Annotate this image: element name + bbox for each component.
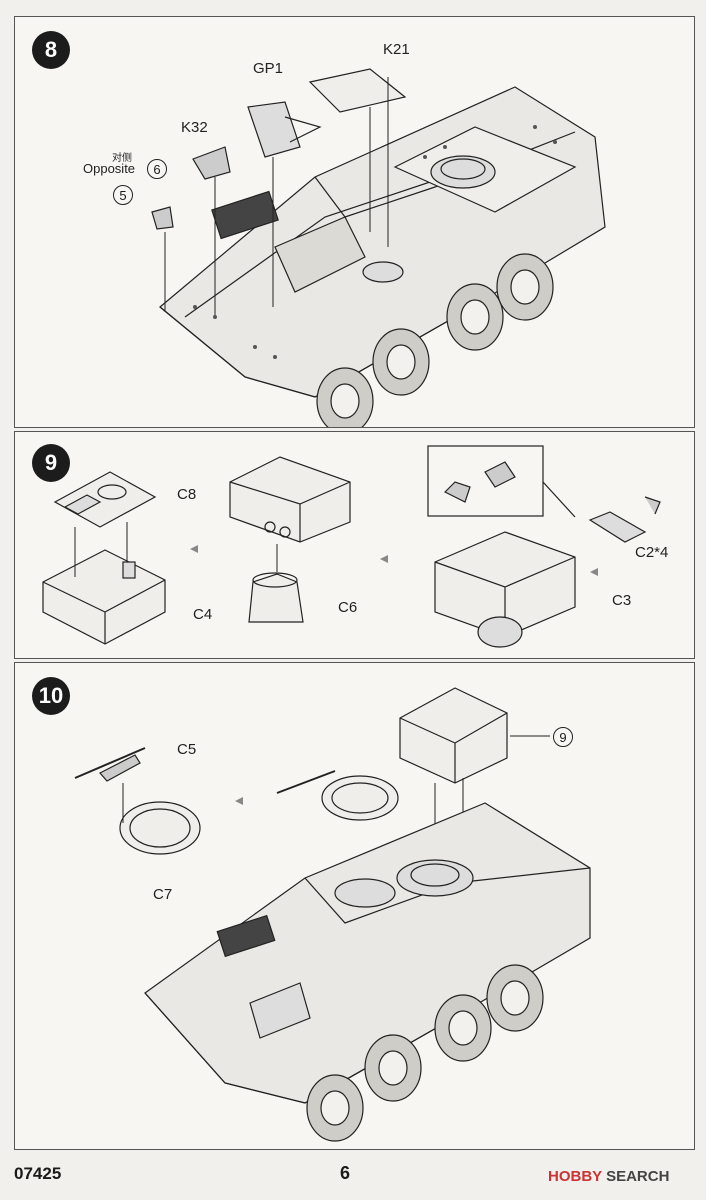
- opposite-label: Opposite: [83, 161, 136, 176]
- step-9-illustration: [42, 445, 661, 648]
- step-8-panel: 8: [14, 16, 695, 428]
- watermark-part-b: SEARCH: [606, 1168, 670, 1185]
- ref-step-6: 6: [147, 159, 167, 179]
- page-number: 6: [340, 1163, 351, 1183]
- part-label-c4: C4: [193, 606, 213, 623]
- part-label-c6: C6: [338, 599, 358, 616]
- step-number-badge: 8: [32, 31, 70, 69]
- part-label-k21: K21: [383, 41, 410, 58]
- part-label-c2x4: C2*4: [635, 544, 669, 561]
- opposite-label-cn: 对侧: [112, 153, 132, 164]
- step-10-panel: 10: [14, 662, 695, 1150]
- part-label-c5: C5: [177, 741, 197, 758]
- step-number-badge: 10: [32, 677, 70, 715]
- part-label-gp1: GP1: [253, 60, 284, 77]
- part-label-c8: C8: [177, 486, 197, 503]
- part-label-k32: K32: [181, 119, 208, 136]
- part-label-c3: C3: [612, 592, 632, 609]
- step-10-illustration: [74, 687, 591, 1142]
- ref-step-9: 9: [553, 727, 573, 747]
- step-9-panel: 9: [14, 431, 695, 659]
- step-number-badge: 9: [32, 444, 70, 482]
- ref-step-5: 5: [113, 185, 133, 205]
- step-8-illustration: [151, 68, 606, 427]
- product-code: 07425: [14, 1164, 62, 1183]
- watermark-logo: HOBBY SEARCH: [548, 1168, 669, 1185]
- part-label-c7: C7: [153, 886, 173, 903]
- watermark-part-a: HOBBY: [548, 1168, 602, 1185]
